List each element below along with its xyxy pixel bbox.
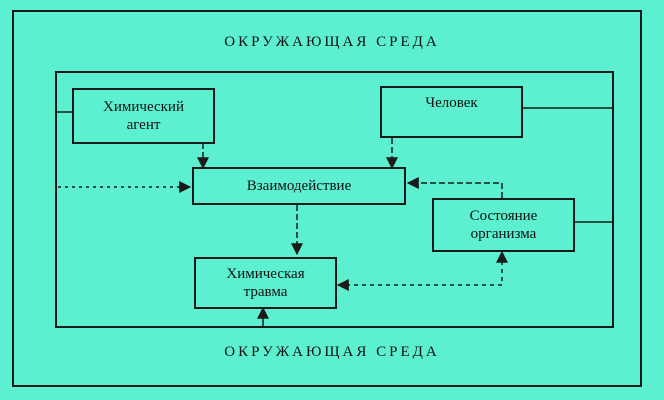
chemical-trauma-label: Химическая травма bbox=[226, 266, 305, 300]
interaction-label: Взаимодействие bbox=[246, 178, 352, 194]
organism-state-to-interaction-arrow bbox=[406, 177, 503, 198]
environment-label-top: ОКРУЖАЮЩАЯ СРЕДА bbox=[224, 34, 440, 50]
organism-state-label: Состояние организма bbox=[469, 208, 538, 242]
interaction-box: Взаимодействие bbox=[192, 167, 406, 205]
environment-label-bottom: ОКРУЖАЮЩАЯ СРЕДА bbox=[224, 344, 440, 360]
inner-environment-frame bbox=[55, 71, 614, 328]
human-label: Человек bbox=[425, 95, 478, 111]
human-box: Человек bbox=[380, 86, 523, 138]
chemical-trauma-box: Химическая травма bbox=[194, 257, 337, 309]
outer-environment-frame bbox=[12, 10, 642, 387]
organism-state-box: Состояние организма bbox=[432, 198, 575, 252]
trauma-organism-state-arrow bbox=[336, 250, 508, 291]
chemical-agent-label: Химический агент bbox=[103, 99, 184, 133]
chemical-agent-box: Химический агент bbox=[72, 88, 215, 144]
